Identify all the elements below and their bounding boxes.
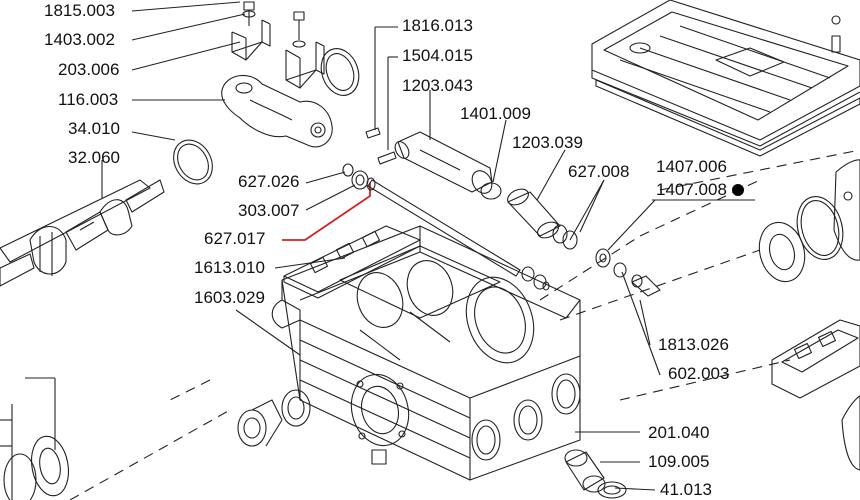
bullet-icon <box>731 184 744 196</box>
part-ring-34-010 <box>173 139 213 185</box>
part-pins-1816-1504 <box>365 127 397 165</box>
callout-1613-010: 1613.010 <box>194 258 265 277</box>
callout-1407-008-text: 1407.008 <box>656 180 727 199</box>
callout-627-008: 627.008 <box>568 162 630 181</box>
part-rings-627-008 <box>552 224 578 250</box>
callout-41-013: 41.013 <box>660 480 712 499</box>
part-plunger-1203-043 <box>394 131 493 194</box>
callout-203-006: 203.006 <box>58 60 120 79</box>
callout-627-026: 627.026 <box>238 172 300 191</box>
part-bolt-1403-002 <box>242 1 306 48</box>
callout-1407-006: 1407.006 <box>656 157 727 176</box>
leader-lines <box>25 1 755 491</box>
callout-32-060: 32.060 <box>68 148 120 167</box>
part-pump-housing-1603-029 <box>271 225 581 481</box>
part-cover-plate <box>591 0 860 157</box>
part-connecting-rod-116-003 <box>221 74 333 148</box>
callout-1403-002: 1403.002 <box>44 30 115 49</box>
callout-109-005: 109.005 <box>648 452 710 471</box>
callout-627-017: 627.017 <box>204 229 266 248</box>
part-seal-ring-top <box>320 48 360 96</box>
part-bearing-right <box>758 159 860 283</box>
part-plug-fitting <box>237 389 311 447</box>
part-valve-plate-1613-010 <box>283 225 421 299</box>
part-o-ring-1401-009 <box>480 182 502 200</box>
callout-1815-003: 1815.003 <box>44 1 115 20</box>
part-bracket-203-006 <box>231 19 325 89</box>
callout-602-003: 602.003 <box>668 364 730 383</box>
callout-1816-013: 1816.013 <box>402 16 473 35</box>
callout-1603-029: 1603.029 <box>194 288 265 307</box>
callout-1401-009: 1401.009 <box>460 104 531 123</box>
part-seals-627-026 <box>342 163 376 191</box>
callout-116-003: 116.003 <box>58 90 119 109</box>
callout-1813-026: 1813.026 <box>658 335 729 354</box>
part-sleeve-109-005 <box>564 449 627 499</box>
callout-201-040: 201.040 <box>648 423 710 442</box>
dashed-guides <box>69 149 860 500</box>
part-valve-plate-right <box>771 319 860 471</box>
callout-1504-015: 1504.015 <box>402 46 473 65</box>
part-bearing-left <box>0 404 70 500</box>
callout-34-010: 34.010 <box>68 119 120 138</box>
callout-1203-043: 1203.043 <box>402 76 473 95</box>
callout-1407-008: 1407.008 <box>656 180 744 200</box>
part-crankshaft-32-060 <box>0 179 165 287</box>
callout-303-007: 303.007 <box>238 201 300 220</box>
callout-1203-039: 1203.039 <box>512 133 583 152</box>
part-sleeve-1203-039 <box>507 188 561 239</box>
